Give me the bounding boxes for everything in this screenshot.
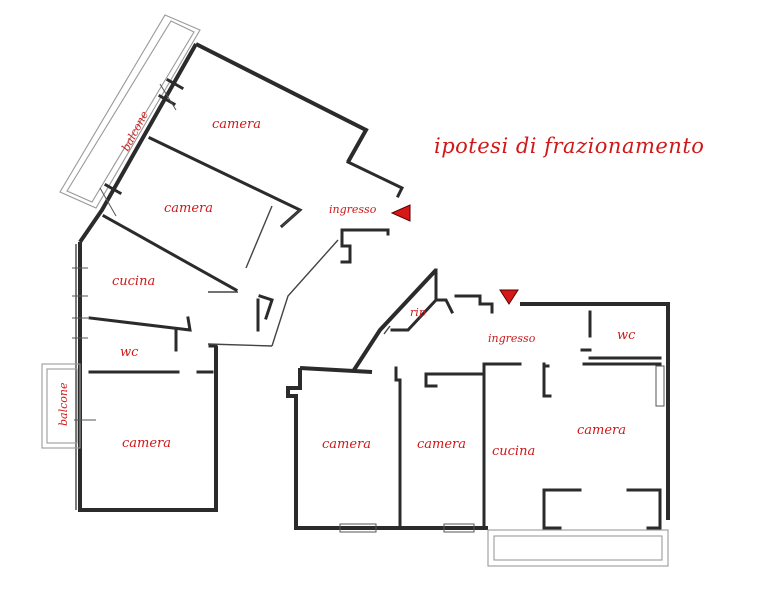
room-label-camera-top: camera (212, 117, 261, 132)
room-label-camera-bottom: camera (122, 436, 171, 451)
left-ingresso-walls (208, 228, 390, 347)
left-wing-walls (78, 42, 405, 293)
balcony-bottom-right (487, 529, 669, 567)
left-lower-walls (72, 242, 273, 512)
room-label-wc-left: wc (120, 345, 139, 360)
balcony-side-outline (41, 363, 96, 449)
balcony-top-outline (59, 14, 201, 209)
red-triangle-arrow-icon (499, 289, 519, 305)
room-label-rip: rip (410, 306, 426, 319)
room-label-camera-1: camera (322, 437, 371, 452)
room-label-cucina-left: cucina (112, 274, 155, 289)
room-label-camera-2: camera (417, 437, 466, 452)
plan-title: ipotesi di frazionamento (434, 134, 704, 158)
room-label-camera-mid: camera (164, 201, 213, 216)
room-label-camera-3: camera (577, 423, 626, 438)
room-label-cucina-right: cucina (492, 444, 535, 459)
red-triangle-arrow-icon (390, 204, 411, 222)
unit-left (41, 14, 405, 512)
room-label-wc-right: wc (617, 328, 636, 343)
room-label-ingresso-left: ingresso (329, 203, 377, 216)
room-label-balcone-side: balcone (57, 382, 70, 426)
room-label-ingresso-right: ingresso (488, 332, 536, 345)
right-rip-walls (352, 268, 438, 372)
unit-right (286, 268, 670, 567)
right-main-walls (286, 362, 662, 533)
right-top-walls (434, 294, 670, 520)
